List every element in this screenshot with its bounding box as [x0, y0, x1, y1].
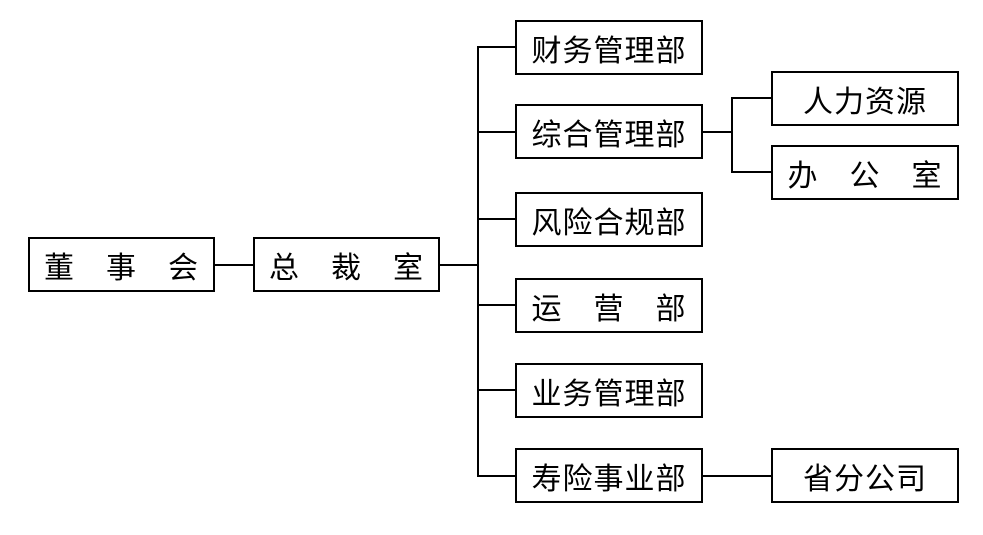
connector-branch-hr [731, 97, 771, 99]
president-office-label: 总 裁 室 [269, 250, 424, 286]
connector-departments-trunk [477, 46, 479, 477]
department-box-finance: 财务管理部 [515, 20, 703, 75]
sub-unit-label: 人力资源 [803, 84, 927, 120]
connector-general-subtrunk [703, 131, 733, 133]
department-box-life-insurance: 寿险事业部 [515, 448, 703, 503]
department-box-general: 综合管理部 [515, 104, 703, 159]
department-label: 风险合规部 [531, 205, 687, 241]
department-label: 运 营 部 [531, 291, 687, 327]
connector-life-insurance-branch [703, 475, 771, 477]
connector-branch-operations [477, 304, 515, 306]
sub-unit-box-hr: 人力资源 [771, 71, 959, 126]
sub-unit-box-office: 办 公 室 [771, 145, 959, 200]
department-box-operations: 运 营 部 [515, 278, 703, 333]
department-label: 寿险事业部 [531, 461, 687, 497]
department-label: 财务管理部 [531, 33, 687, 69]
board-box: 董 事 会 [28, 237, 215, 292]
department-label: 业务管理部 [531, 376, 687, 412]
connector-sub-trunk-vertical [731, 97, 733, 173]
connector-board-president [215, 264, 253, 266]
connector-branch-finance [477, 46, 515, 48]
sub-unit-label: 省分公司 [803, 461, 927, 497]
connector-branch-risk [477, 218, 515, 220]
sub-unit-box-branch: 省分公司 [771, 448, 959, 503]
connector-branch-life-insurance [477, 475, 515, 477]
president-office-box: 总 裁 室 [253, 237, 440, 292]
sub-unit-label: 办 公 室 [787, 158, 943, 194]
connector-branch-general [477, 131, 515, 133]
connector-branch-office [731, 171, 771, 173]
department-box-risk: 风险合规部 [515, 192, 703, 247]
board-label: 董 事 会 [44, 250, 199, 286]
connector-president-trunk [440, 264, 478, 266]
department-box-business: 业务管理部 [515, 363, 703, 418]
department-label: 综合管理部 [531, 117, 687, 153]
connector-branch-business [477, 389, 515, 391]
